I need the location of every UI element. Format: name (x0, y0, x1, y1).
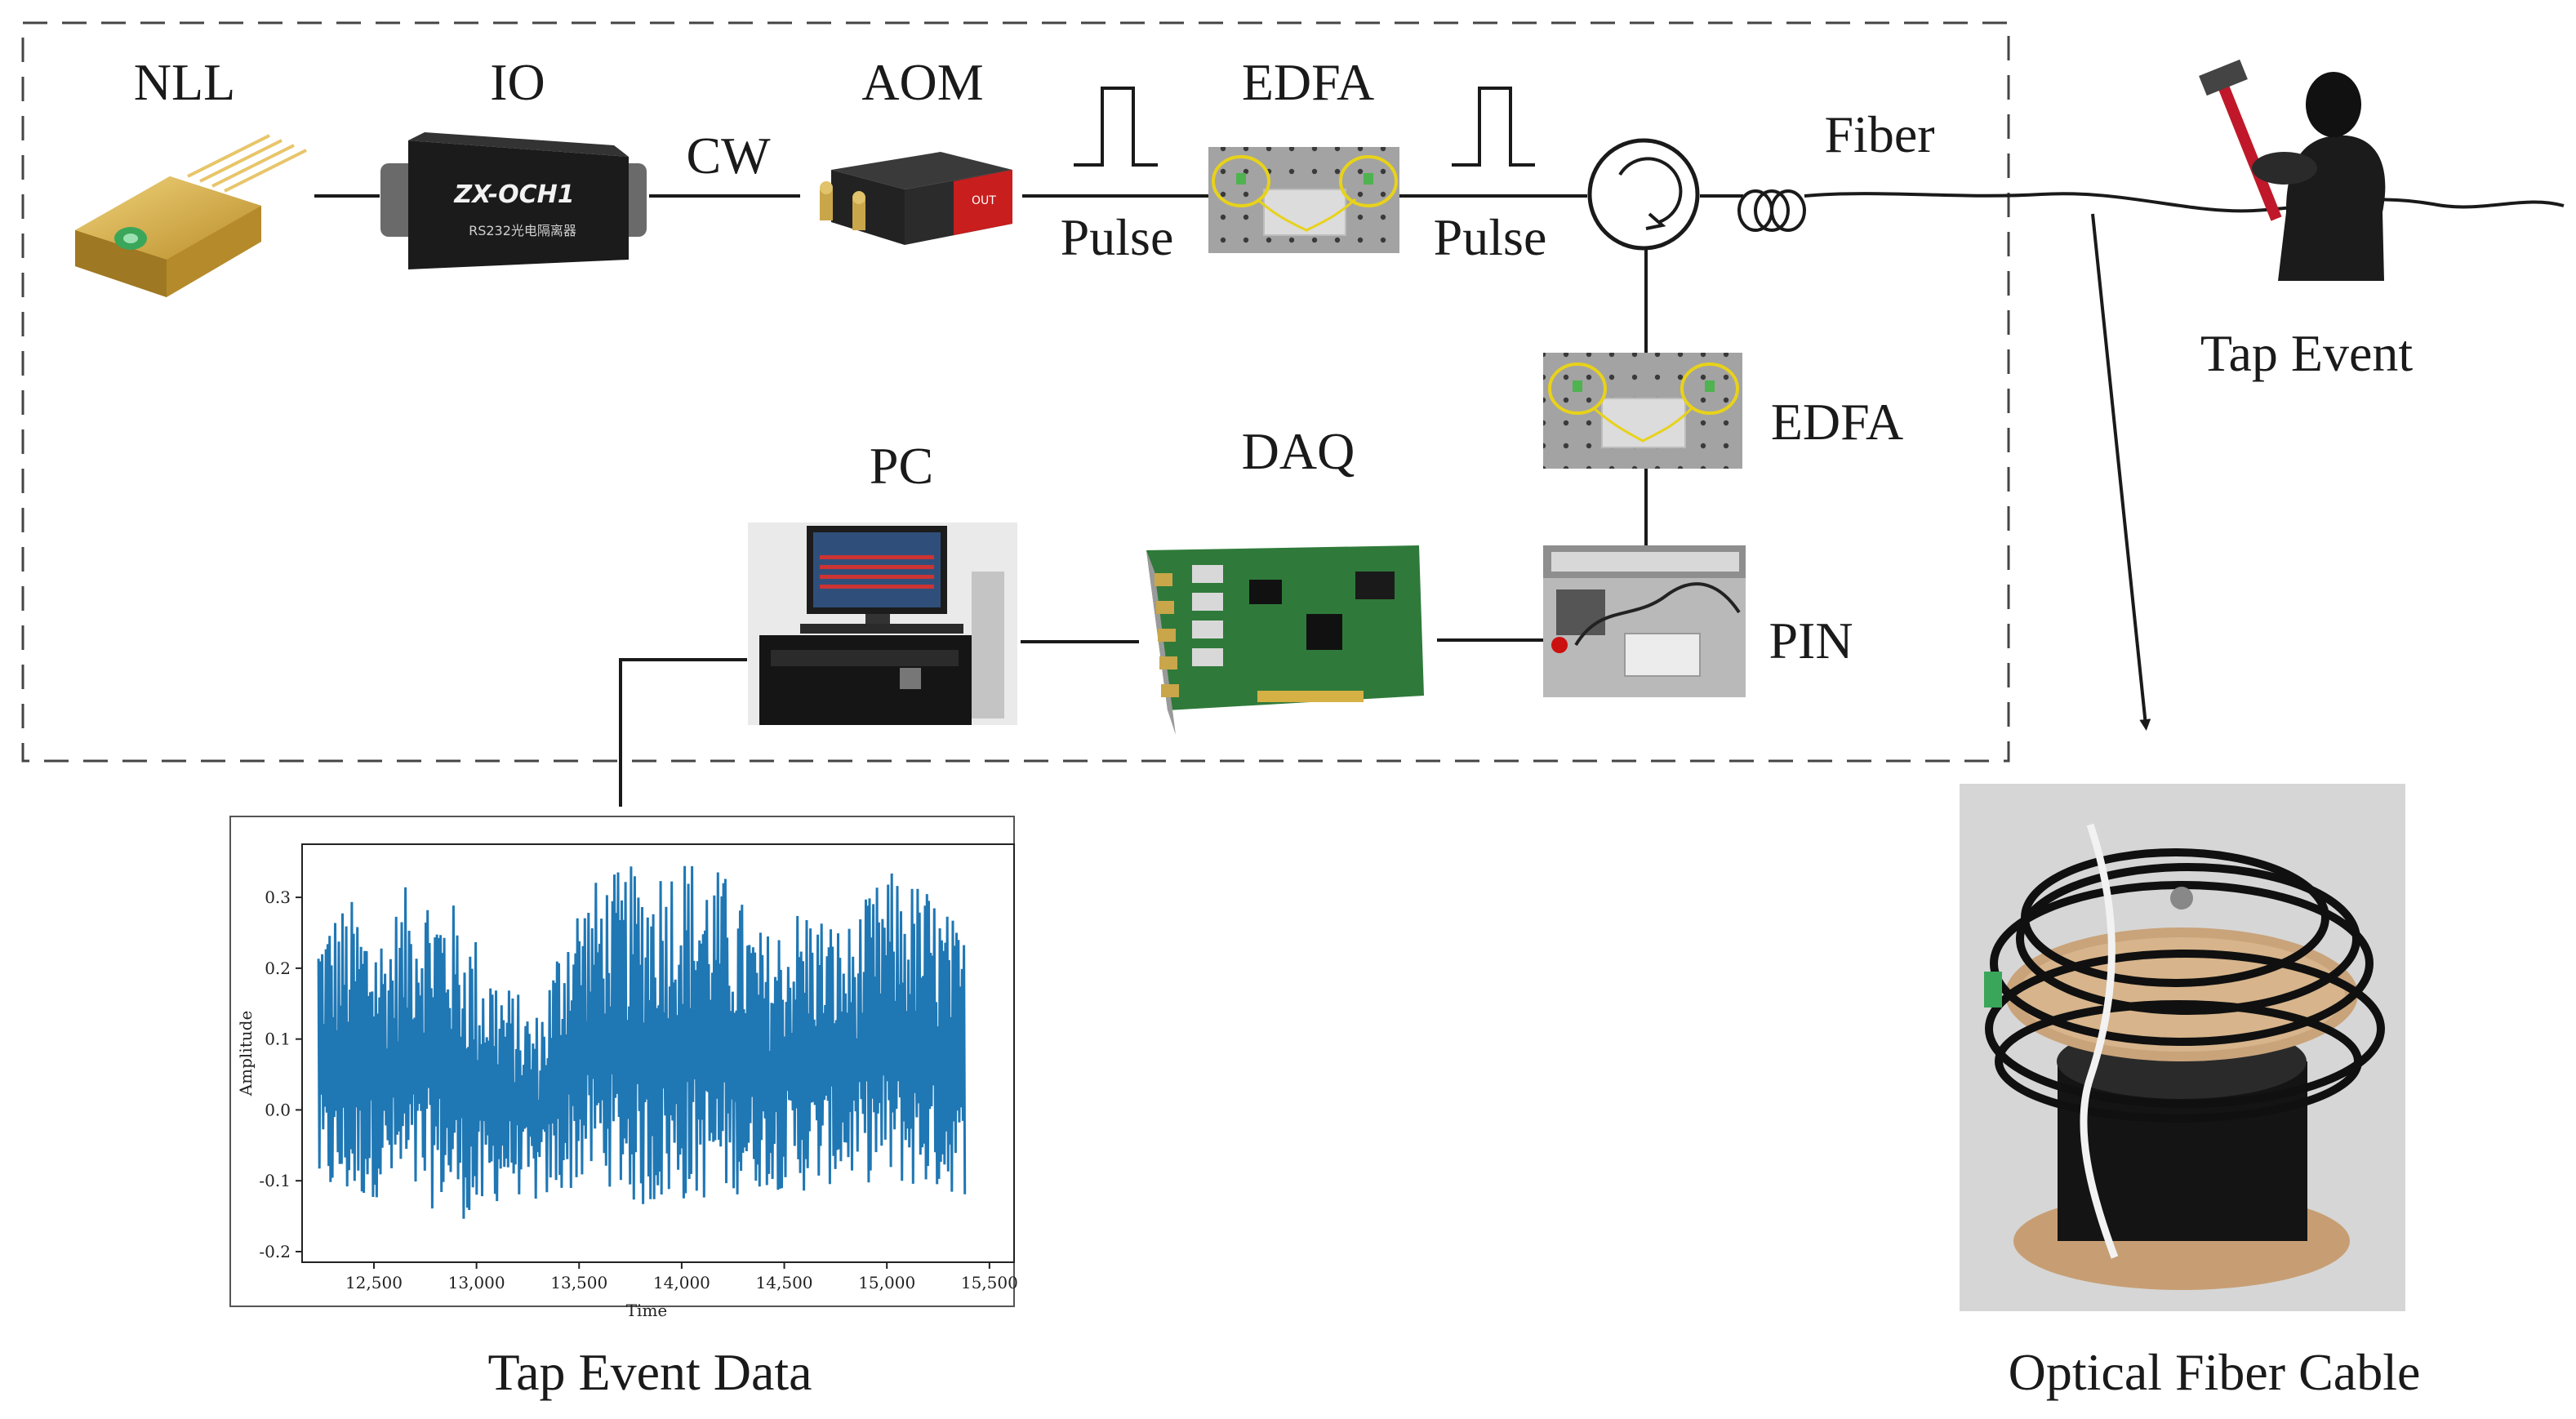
signal-series-line (317, 865, 967, 1219)
pulse-left-label: Pulse (1061, 208, 1174, 266)
nll-laser-image (75, 134, 307, 297)
tap-event-data-label: Tap Event Data (487, 1343, 812, 1401)
connection-lines (314, 192, 2565, 807)
tap-event-label: Tap Event (2200, 324, 2414, 382)
circulator-icon (1587, 138, 1700, 251)
nll-label: NLL (134, 53, 235, 111)
edfa-top-label: EDFA (1242, 53, 1374, 111)
aom-out-text: OUT (972, 194, 996, 207)
io-isolator-image: ZX-OCH1 RS232光电隔离器 (380, 132, 647, 269)
y-tick-label: -0.1 (259, 1171, 291, 1190)
x-tick-label: 15,000 (858, 1273, 915, 1292)
y-tick-label: -0.2 (259, 1242, 291, 1261)
io-brand-text: ZX-OCH1 (453, 180, 574, 209)
y-tick-label: 0.2 (265, 959, 291, 978)
edfa-mid-image (1543, 353, 1742, 469)
io-label: IO (490, 53, 545, 111)
pulse-waveform-right (1452, 87, 1535, 167)
pin-detector-image (1543, 545, 1746, 697)
y-tick-label: 0.3 (265, 887, 291, 907)
x-tick-label: 15,500 (961, 1273, 1018, 1292)
daq-card-image (1146, 545, 1424, 735)
tap-event-chart: 12,500 13,000 13,500 14,000 14,500 15,000 15,5… (229, 816, 1018, 1320)
plot-area (301, 843, 1015, 1263)
fiber-label: Fiber (1824, 105, 1934, 163)
daq-label: DAQ (1242, 422, 1355, 480)
x-tick-label: 13,000 (448, 1273, 505, 1292)
cw-label: CW (686, 127, 771, 185)
aom-label: AOM (861, 53, 983, 111)
edfa-top-image (1208, 147, 1399, 253)
tap-arrow (2091, 213, 2151, 731)
x-axis-label: Time (626, 1301, 668, 1320)
y-ticks: -0.2 -0.1 0.0 0.1 0.2 0.3 (259, 887, 302, 1261)
x-tick-label: 12,500 (345, 1273, 403, 1292)
x-tick-label: 14,500 (756, 1273, 813, 1292)
pin-label: PIN (1768, 612, 1853, 669)
y-axis-label: Amplitude (236, 1011, 256, 1097)
pc-label: PC (870, 437, 933, 495)
edfa-mid-label: EDFA (1771, 393, 1903, 451)
x-tick-label: 13,500 (550, 1273, 607, 1292)
pc-image (748, 523, 1017, 725)
x-ticks: 12,500 13,000 13,500 14,000 14,500 15,000 15,5… (345, 1262, 1018, 1292)
y-tick-label: 0.0 (265, 1100, 291, 1119)
fiber-reel-image (1960, 784, 2405, 1311)
system-boundary (21, 21, 2010, 763)
pulse-waveform-left (1074, 87, 1158, 167)
aom-modulator-image: OUT (820, 152, 1012, 245)
optical-fiber-cable-label: Optical Fiber Cable (2009, 1343, 2421, 1401)
hooded-person-with-hammer-icon (2199, 59, 2386, 281)
pulse-right-label: Pulse (1434, 208, 1547, 266)
y-tick-label: 0.1 (265, 1030, 291, 1049)
fiber-coil-icon (1737, 189, 1806, 232)
x-tick-label: 14,000 (653, 1273, 710, 1292)
io-subtext: RS232光电隔离器 (469, 223, 576, 238)
